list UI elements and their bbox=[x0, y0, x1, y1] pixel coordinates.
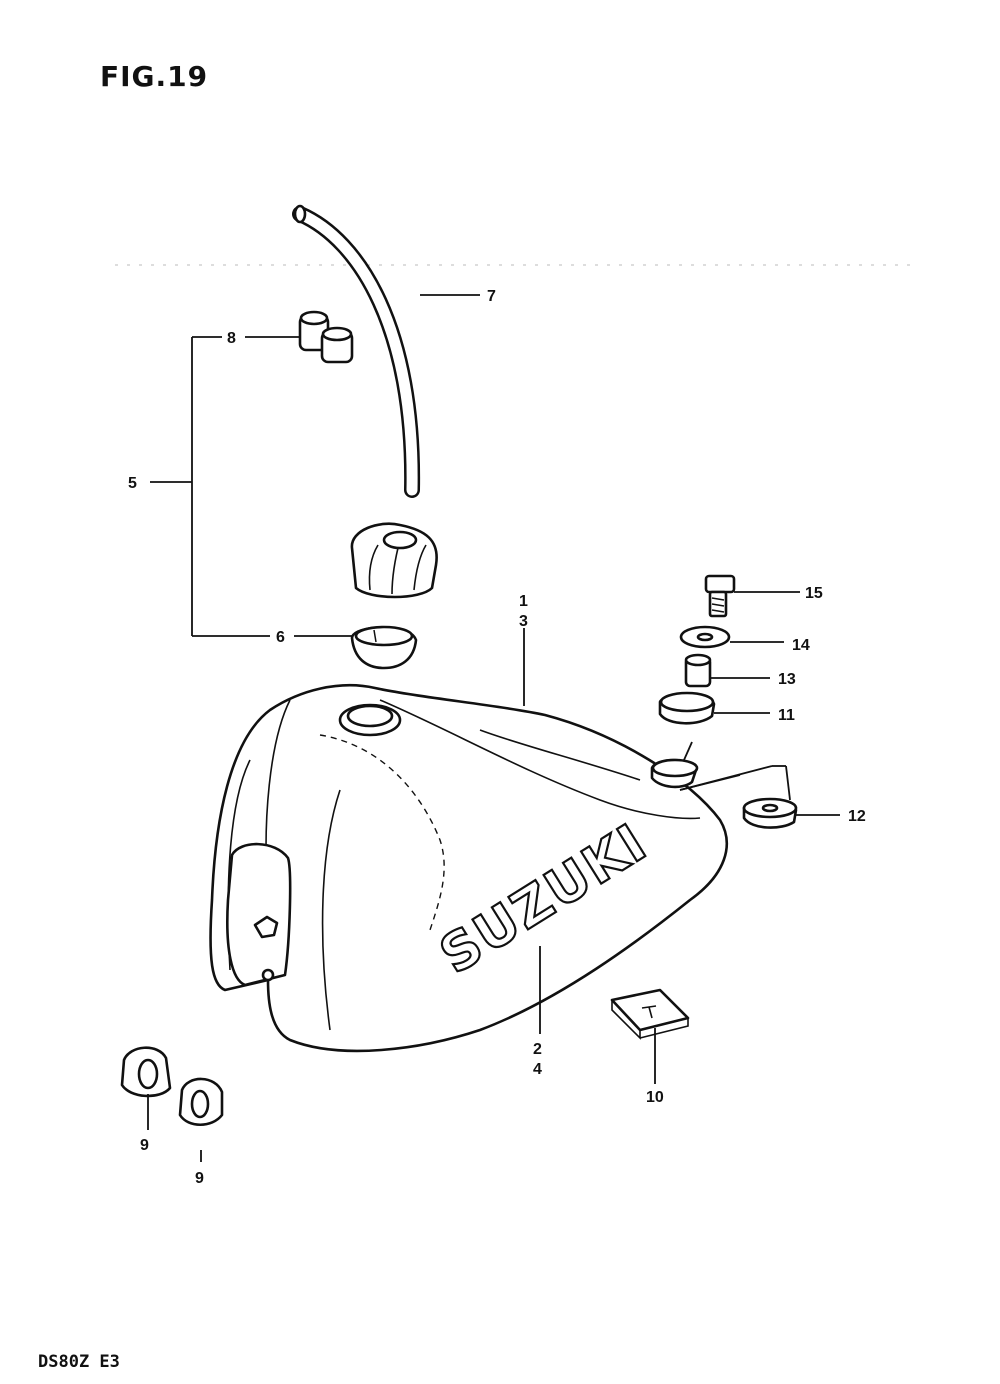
figure-title: FIG.19 bbox=[100, 60, 209, 93]
tank-cushion-rear bbox=[178, 1077, 224, 1127]
washer bbox=[679, 625, 731, 649]
callout-8: 8 bbox=[227, 330, 236, 347]
breather-hose bbox=[292, 204, 421, 498]
callout-14: 14 bbox=[792, 637, 810, 654]
upper-cushion bbox=[658, 691, 716, 725]
model-code: DS80Z E3 bbox=[38, 1352, 120, 1372]
cushion-spare bbox=[742, 797, 798, 829]
callout-1: 1 bbox=[519, 593, 528, 610]
leader-lines bbox=[147, 294, 840, 1162]
callout-7: 7 bbox=[487, 288, 496, 305]
key-cylinder-set bbox=[298, 310, 354, 364]
mounting-bolt bbox=[704, 574, 736, 618]
callout-2: 2 bbox=[533, 1041, 542, 1058]
fuel-cap bbox=[350, 522, 438, 599]
callout-6: 6 bbox=[276, 629, 285, 646]
callout-9-front: 9 bbox=[140, 1137, 149, 1154]
callout-15: 15 bbox=[805, 585, 823, 602]
callout-5: 5 bbox=[128, 475, 137, 492]
callout-9-rear: 9 bbox=[195, 1170, 204, 1187]
callout-4: 4 bbox=[533, 1061, 542, 1078]
callout-13: 13 bbox=[778, 671, 796, 688]
callout-3: 3 bbox=[519, 613, 528, 630]
callout-11: 11 bbox=[778, 707, 795, 724]
callout-12: 12 bbox=[848, 808, 866, 825]
lower-cushion bbox=[650, 758, 699, 789]
fuel-tank: SUZUKI bbox=[209, 684, 728, 1053]
cap-gasket bbox=[350, 625, 418, 670]
tank-cushion-front bbox=[120, 1046, 172, 1098]
rear-cushion bbox=[610, 988, 690, 1040]
callout-10: 10 bbox=[646, 1089, 664, 1106]
collar bbox=[684, 653, 712, 688]
